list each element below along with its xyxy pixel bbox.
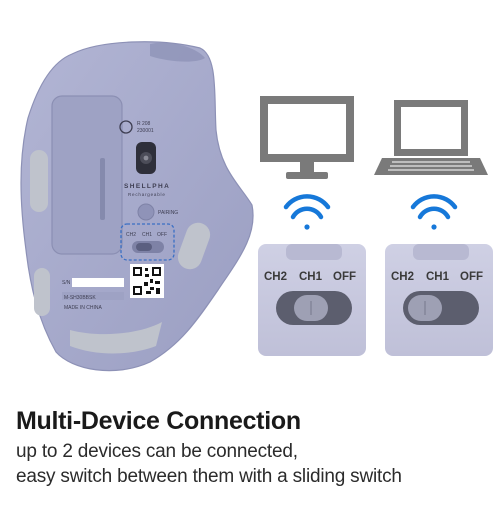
svg-text:CH2: CH2 <box>391 271 414 283</box>
wifi-signal-icon-left <box>283 194 331 230</box>
svg-text:S/N: S/N <box>62 280 71 286</box>
svg-text:CH1: CH1 <box>299 271 323 283</box>
svg-text:OFF: OFF <box>460 271 483 283</box>
svg-text:CH2: CH2 <box>264 271 287 283</box>
switch-panel-right: CH2 CH1 OFF <box>385 244 493 356</box>
svg-text:OFF: OFF <box>333 271 356 283</box>
pairing-button <box>137 203 155 221</box>
mouse-switch-highlight <box>120 223 175 261</box>
glide-foot-right <box>177 222 211 270</box>
pairing-label: PAIRING <box>158 210 178 216</box>
svg-text:CH2: CH2 <box>126 232 136 238</box>
wifi-signal-icon-right <box>410 194 458 230</box>
svg-text:CH1: CH1 <box>426 271 450 283</box>
made-in-label: MADE IN CHINA <box>64 305 102 311</box>
cert-mark-icon <box>119 120 133 134</box>
switch-panel-left: CH2 CH1 OFF <box>258 244 366 356</box>
svg-text:OFF: OFF <box>157 232 167 238</box>
model-label: M-SH30BBSK <box>64 295 96 301</box>
laptop-icon <box>374 100 488 175</box>
desktop-monitor-icon <box>260 96 354 179</box>
svg-text:230001: 230001 <box>137 128 154 134</box>
brand-label: SHELLPHA <box>124 183 170 190</box>
headline: Multi-Device Connection <box>16 407 301 435</box>
battery-cover <box>51 95 123 255</box>
glide-foot-bottom <box>70 322 162 354</box>
sn-sticker <box>72 278 124 287</box>
subline-2: easy switch between them with a sliding … <box>16 466 402 487</box>
svg-text:R 208: R 208 <box>137 121 151 127</box>
svg-text:Rechargeable: Rechargeable <box>128 192 166 197</box>
glide-foot-left-bottom <box>34 268 50 316</box>
subline-1: up to 2 devices can be connected, <box>16 441 298 462</box>
qr-code <box>130 264 164 298</box>
svg-text:CH1: CH1 <box>142 232 152 238</box>
glide-foot-left-top <box>30 150 48 212</box>
mouse-bottom-view: R 208 230001 SHELLPHA Rechargeable PAIRI… <box>20 41 254 372</box>
